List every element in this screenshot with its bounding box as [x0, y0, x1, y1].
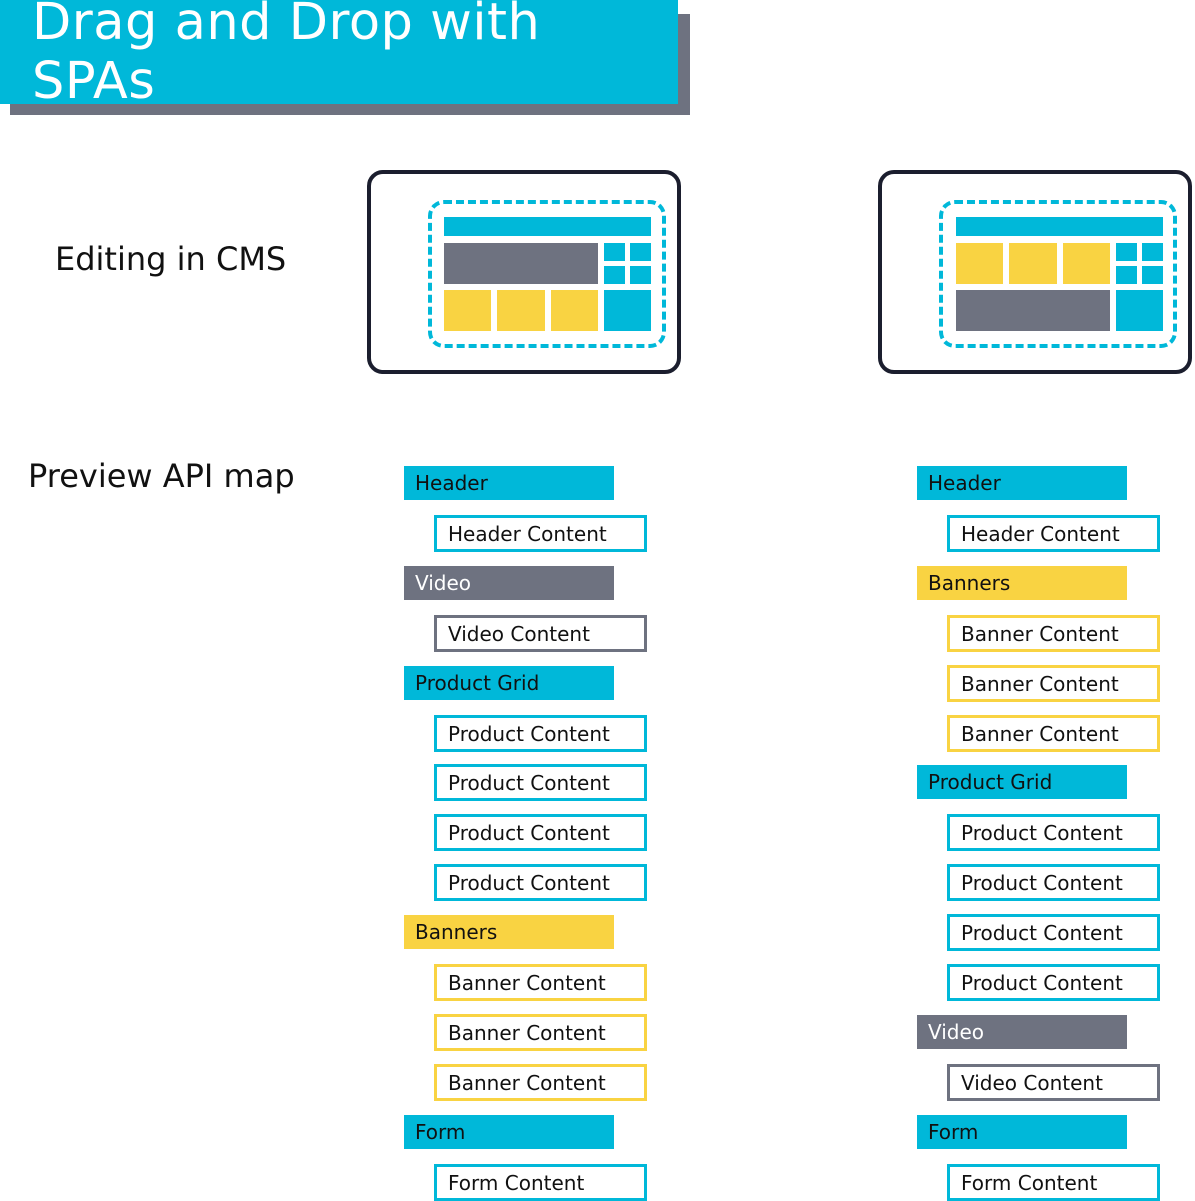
content-item-banner-content: Banner Content: [947, 665, 1160, 702]
content-item-video-content: Video Content: [947, 1064, 1160, 1101]
content-item-header-content: Header Content: [947, 515, 1160, 552]
video-block: [956, 290, 1110, 331]
section-form: Form: [404, 1115, 614, 1149]
product-tile: [630, 266, 651, 284]
content-item-product-content: Product Content: [434, 715, 647, 752]
product-tile: [604, 243, 625, 261]
section-video: Video: [404, 566, 614, 600]
product-tile: [630, 243, 651, 261]
section-video: Video: [917, 1015, 1127, 1049]
banner-block: [551, 290, 598, 331]
drop-zone: [939, 200, 1177, 348]
content-item-product-content: Product Content: [434, 814, 647, 851]
banner-block: [497, 290, 545, 331]
content-item-product-content: Product Content: [947, 864, 1160, 901]
preview-label: Preview API map: [28, 457, 295, 495]
content-item-product-content: Product Content: [947, 964, 1160, 1001]
section-product-grid: Product Grid: [404, 666, 614, 700]
page-title: Drag and Drop with SPAs: [32, 0, 541, 111]
cms-screen-original: [367, 170, 681, 374]
section-product-grid: Product Grid: [917, 765, 1127, 799]
content-item-banner-content: Banner Content: [947, 715, 1160, 752]
banner-block: [956, 243, 1003, 284]
content-item-form-content: Form Content: [434, 1164, 647, 1201]
section-header: Header: [404, 466, 614, 500]
section-header: Header: [917, 466, 1127, 500]
banner-block: [1063, 243, 1110, 284]
content-item-video-content: Video Content: [434, 615, 647, 652]
section-banners: Banners: [404, 915, 614, 949]
header-block: [444, 217, 651, 236]
content-item-product-content: Product Content: [434, 864, 647, 901]
section-banners: Banners: [917, 566, 1127, 600]
content-item-form-content: Form Content: [947, 1164, 1160, 1201]
content-item-product-content: Product Content: [947, 814, 1160, 851]
content-item-banner-content: Banner Content: [434, 1064, 647, 1101]
title-banner: Drag and Drop with SPAs: [0, 0, 678, 111]
product-tile: [1116, 243, 1137, 261]
content-item-banner-content: Banner Content: [434, 964, 647, 1001]
drop-zone: [428, 200, 666, 348]
form-block: [1116, 290, 1163, 331]
banner-block: [1009, 243, 1057, 284]
product-tile: [604, 266, 625, 284]
section-form: Form: [917, 1115, 1127, 1149]
content-item-banner-content: Banner Content: [947, 615, 1160, 652]
form-block: [604, 290, 651, 331]
editing-label: Editing in CMS: [55, 240, 287, 278]
header-block: [956, 217, 1163, 236]
content-item-banner-content: Banner Content: [434, 1014, 647, 1051]
banner-block: [444, 290, 491, 331]
content-item-header-content: Header Content: [434, 515, 647, 552]
product-tile: [1142, 266, 1163, 284]
product-tile: [1142, 243, 1163, 261]
video-block: [444, 243, 598, 284]
content-item-product-content: Product Content: [947, 914, 1160, 951]
content-item-product-content: Product Content: [434, 764, 647, 801]
product-tile: [1116, 266, 1137, 284]
cms-screen-rearranged: [878, 170, 1192, 374]
